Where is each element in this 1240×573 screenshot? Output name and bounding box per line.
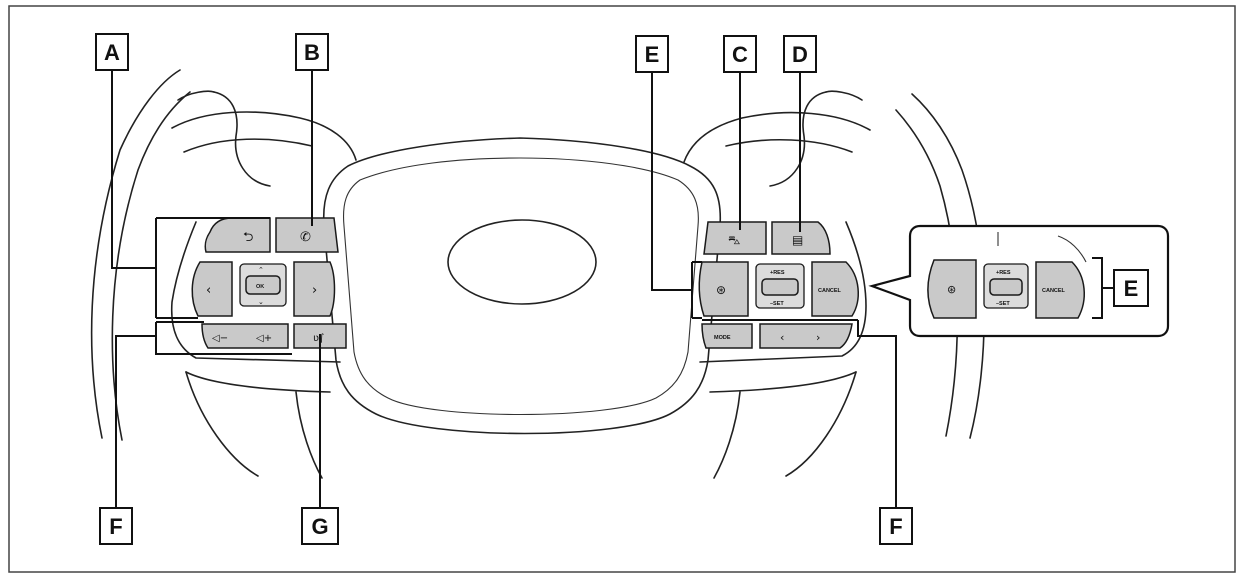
left-housing-outer (170, 221, 341, 363)
voice-command-icon: ʋ∫ (313, 333, 324, 344)
center-hub (322, 137, 722, 435)
phone-button[interactable]: ✆ (275, 217, 339, 253)
left-upper-spoke (171, 111, 357, 161)
center-hub-inner (342, 157, 699, 415)
leader-lines (111, 70, 1114, 508)
callout-b-label: B (304, 40, 320, 65)
inset-detail: ⊛ +RES –SET CANCEL (868, 224, 1170, 338)
callout-d: D (783, 35, 817, 73)
callout-a-label: A (104, 40, 120, 65)
callout-g-label: G (311, 514, 328, 539)
mode-button[interactable]: MODE (701, 323, 753, 349)
leader-e (651, 72, 692, 291)
right-wing (769, 91, 827, 187)
left-wing (213, 91, 271, 187)
bracket-f-left (155, 322, 292, 355)
callout-c-label: C (732, 42, 748, 67)
right-upper-spoke (683, 111, 871, 163)
right-switch-group: ⛍ ▤ ⊛ +RES –SET CANCEL MODE (698, 221, 859, 349)
rim-outer-left (90, 69, 181, 439)
set-label: –SET (770, 301, 784, 307)
inset-set-label: –SET (996, 301, 1010, 307)
left-lower-spoke (185, 371, 259, 477)
rim-outer-right (911, 93, 985, 439)
steering-wheel (90, 69, 985, 479)
inset-cancel-label: CANCEL (1042, 288, 1066, 294)
distance-button[interactable]: ▤ (771, 221, 831, 255)
callout-d-label: D (792, 42, 808, 67)
right-lower-spoke (785, 371, 857, 477)
emblem (447, 219, 597, 305)
right-upper-spoke-inner (725, 138, 853, 153)
mode-label: MODE (714, 335, 731, 341)
rim-inner-right (895, 109, 959, 437)
chevron-left-icon: ‹ (780, 331, 784, 344)
res-label: +RES (770, 270, 785, 276)
callout-c: C (723, 35, 757, 73)
inset-edge-right (1057, 235, 1087, 263)
left-switch-group: ⮌ ✆ ‹ ⌃ ⌄ OK › ◁− ◁+ (191, 217, 347, 349)
vehicle-distance-icon: ▤ (792, 233, 803, 247)
left-housing-lower (185, 371, 331, 393)
inset-res-label: +RES (996, 270, 1011, 276)
right-lower-spoke-inner (713, 391, 741, 479)
cruise-main-button[interactable]: ⊛ (698, 261, 749, 317)
inset-res-set-switch[interactable]: +RES –SET (983, 263, 1029, 309)
ok-label: OK (256, 284, 264, 290)
volume-up-icon: ◁+ (256, 333, 272, 344)
right-arrow-button[interactable]: › (293, 261, 336, 317)
cancel-button[interactable]: CANCEL (811, 261, 859, 317)
meter-arrow-switch[interactable]: ‹ › (759, 323, 853, 349)
inset-cruise-main-button[interactable]: ⊛ (927, 259, 977, 319)
down-arrow-icon: ⌄ (258, 298, 264, 306)
diagram-frame (8, 5, 1236, 573)
left-wing-top (177, 90, 215, 101)
left-arrow-button[interactable]: ‹ (191, 261, 233, 317)
left-lower-spoke-inner (295, 391, 323, 479)
callout-f-left: F (99, 507, 133, 545)
left-upper-spoke-inner (183, 138, 313, 153)
callout-a: A (95, 33, 129, 71)
res-set-switch[interactable]: +RES –SET (755, 263, 805, 309)
right-wing-top (825, 90, 863, 101)
chevron-right-icon: › (312, 283, 317, 298)
leader-a (111, 70, 156, 269)
right-housing-outer (699, 221, 867, 363)
callout-f-right: F (879, 507, 913, 545)
right-housing-lower (709, 371, 857, 393)
leader-f-left (115, 335, 156, 508)
ok-switch[interactable]: ⌃ ⌄ OK (239, 263, 287, 307)
chevron-right-icon: › (816, 331, 820, 344)
callout-g: G (301, 507, 339, 545)
callout-e-inset-label: E (1124, 276, 1139, 301)
callout-f-right-label: F (889, 514, 902, 539)
cancel-label: CANCEL (818, 288, 842, 294)
callout-e: E (635, 35, 669, 73)
volume-down-icon: ◁− (212, 333, 228, 344)
cruise-icon: ⊛ (947, 283, 956, 296)
volume-switch[interactable]: ◁− ◁+ (201, 323, 289, 349)
up-arrow-icon: ⌃ (258, 266, 264, 274)
lane-assist-button[interactable]: ⛍ (703, 221, 767, 255)
callout-f-left-label: F (109, 514, 122, 539)
cruise-icon: ⊛ (716, 283, 726, 297)
back-arrow-icon: ⮌ (243, 230, 253, 245)
callout-e-label: E (645, 42, 660, 67)
callout-e-inset: E (1113, 269, 1149, 307)
back-button[interactable]: ⮌ (204, 217, 271, 253)
lane-assist-icon: ⛍ (728, 233, 740, 247)
leader-f-right (857, 320, 897, 508)
inset-cancel-button[interactable]: CANCEL (1035, 261, 1085, 319)
rim-inner-left (111, 91, 191, 441)
callout-b: B (295, 33, 329, 71)
chevron-left-icon: ‹ (206, 283, 211, 298)
phone-icon: ✆ (300, 230, 311, 245)
